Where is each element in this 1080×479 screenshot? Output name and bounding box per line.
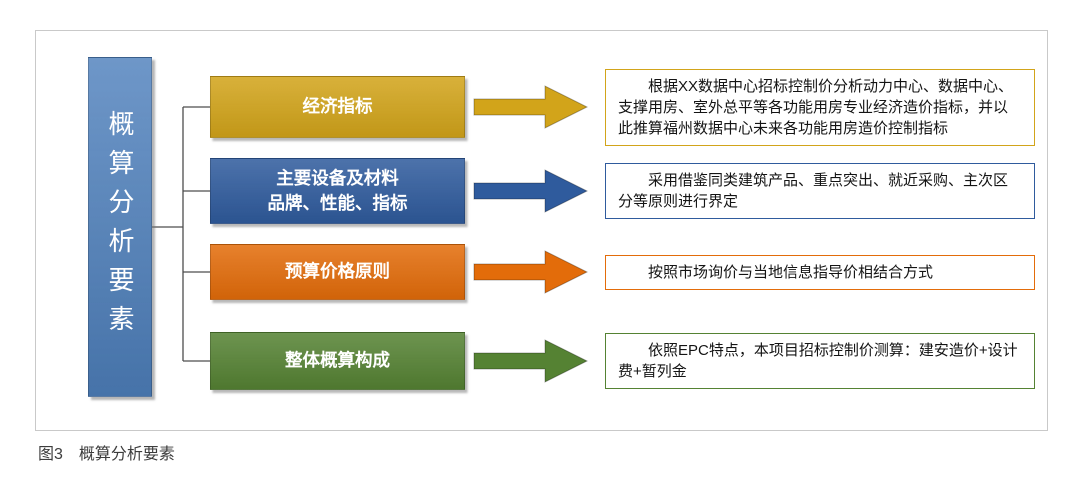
right-arrow-icon: [473, 169, 589, 213]
root-node-label: 概算分析要素: [105, 110, 135, 344]
node-economic-indicators: 经济指标: [210, 76, 465, 138]
root-node: 概算分析要素: [88, 57, 152, 397]
node-label: 整体概算构成: [285, 350, 390, 371]
desc-text: 依照EPC特点，本项目招标控制价测算：建安造价+设计费+暂列金: [618, 342, 1018, 380]
row-overall-estimate-composition: 整体概算构成 依照EPC特点，本项目招标控制价测算：建安造价+设计费+暂列金: [210, 328, 1035, 394]
right-arrow-icon: [473, 339, 589, 383]
node-overall-estimate-composition: 整体概算构成: [210, 332, 465, 390]
desc-text: 根据XX数据中心招标控制价分析动力中心、数据中心、支撑用房、室外总平等各功能用房…: [618, 77, 1014, 137]
desc-economic-indicators: 根据XX数据中心招标控制价分析动力中心、数据中心、支撑用房、室外总平等各功能用房…: [605, 68, 1035, 146]
node-label: 预算价格原则: [285, 261, 390, 282]
desc-text: 采用借鉴同类建筑产品、重点突出、就近采购、主次区分等原则进行界定: [618, 172, 1009, 210]
right-arrow-icon: [473, 250, 589, 294]
node-equipment-materials: 主要设备及材料 品牌、性能、指标: [210, 158, 465, 224]
node-budget-price-principle: 预算价格原则: [210, 244, 465, 300]
row-budget-price-principle: 预算价格原则 按照市场询价与当地信息指导价相结合方式: [210, 240, 1035, 304]
desc-budget-price-principle: 按照市场询价与当地信息指导价相结合方式: [605, 254, 1035, 290]
desc-equipment-materials: 采用借鉴同类建筑产品、重点突出、就近采购、主次区分等原则进行界定: [605, 163, 1035, 219]
desc-overall-estimate-composition: 依照EPC特点，本项目招标控制价测算：建安造价+设计费+暂列金: [605, 333, 1035, 389]
right-arrow-icon: [473, 85, 589, 129]
figure-caption: 图3 概算分析要素: [38, 446, 175, 463]
node-label: 经济指标: [302, 96, 373, 117]
node-label: 主要设备及材料 品牌、性能、指标: [267, 167, 408, 213]
desc-text: 按照市场询价与当地信息指导价相结合方式: [648, 263, 934, 281]
row-equipment-materials: 主要设备及材料 品牌、性能、指标 采用借鉴同类建筑产品、重点突出、就近采购、主次…: [210, 155, 1035, 227]
row-economic-indicators: 经济指标 根据XX数据中心招标控制价分析动力中心、数据中心、支撑用房、室外总平等…: [210, 56, 1035, 158]
